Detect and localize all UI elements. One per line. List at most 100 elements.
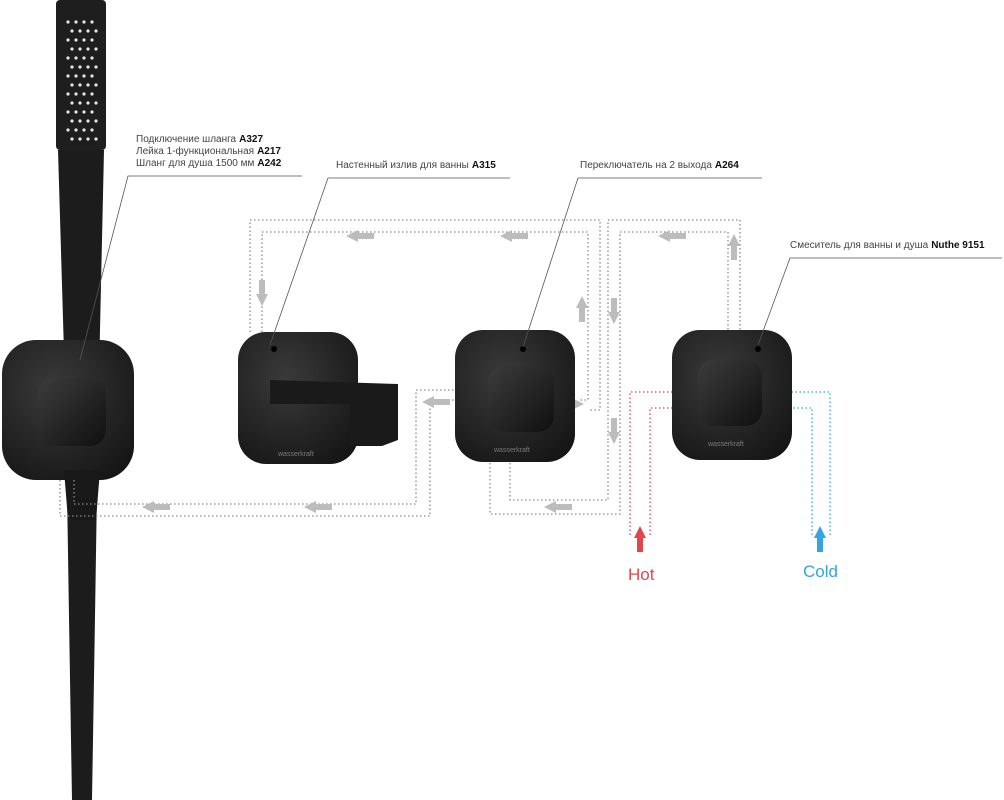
wall-spout: wasserkraft bbox=[238, 332, 398, 464]
flow-to-shower-inner bbox=[73, 389, 455, 505]
nozzle-dot bbox=[66, 38, 70, 42]
spout-body bbox=[270, 380, 398, 446]
arrow-left-icon bbox=[422, 396, 450, 408]
shower-nozzles bbox=[66, 20, 98, 141]
bath-shower-mixer: wasserkraft bbox=[672, 330, 792, 460]
nozzle-dot bbox=[74, 56, 78, 60]
diverter-knob bbox=[488, 366, 554, 432]
leader-mixer bbox=[757, 257, 1002, 346]
wall-bracket-holder bbox=[38, 378, 106, 446]
nozzle-dot bbox=[78, 119, 82, 123]
nozzle-dot bbox=[78, 101, 82, 105]
cold-label: Cold bbox=[803, 562, 838, 581]
nozzle-dot bbox=[78, 29, 82, 33]
nozzle-dot bbox=[94, 65, 98, 69]
arrow-left-icon bbox=[658, 230, 686, 242]
nozzle-dot bbox=[66, 128, 70, 132]
nozzle-dot bbox=[78, 65, 82, 69]
cold-line-outer bbox=[790, 391, 831, 535]
nozzle-dot bbox=[74, 20, 78, 24]
arrow-up-cold-icon bbox=[814, 526, 826, 552]
diverter-brand-mark: wasserkraft bbox=[493, 447, 530, 454]
callout-mixer-text: Смеситель для ванны и душа bbox=[790, 240, 929, 251]
nozzle-dot bbox=[82, 38, 86, 42]
nozzle-dot bbox=[94, 101, 98, 105]
flow-bottom-diverter-to-mixer bbox=[489, 440, 621, 515]
nozzle-dot bbox=[90, 20, 94, 24]
nozzle-dot bbox=[94, 83, 98, 87]
nozzle-dot bbox=[70, 83, 74, 87]
nozzle-dot bbox=[90, 110, 94, 114]
mixer-knob bbox=[698, 360, 762, 426]
arrow-left-icon bbox=[142, 501, 170, 513]
nozzle-dot bbox=[70, 119, 74, 123]
nozzle-dot bbox=[90, 56, 94, 60]
nozzle-dot bbox=[70, 101, 74, 105]
arrow-left-icon bbox=[500, 230, 528, 242]
arrow-up-icon bbox=[576, 296, 588, 322]
nozzle-dot bbox=[86, 65, 90, 69]
nozzle-dot bbox=[82, 110, 86, 114]
spout-brand-mark: wasserkraft bbox=[277, 451, 314, 458]
hot-label: Hot bbox=[628, 565, 655, 584]
callout-leaders bbox=[79, 175, 1002, 361]
hot-supply-lines bbox=[629, 391, 680, 535]
nozzle-dot bbox=[94, 137, 98, 141]
arrow-left-icon bbox=[544, 501, 572, 513]
nozzle-dot bbox=[86, 29, 90, 33]
nozzle-dot bbox=[90, 38, 94, 42]
flow-loop-mixer-to-diverter-inner bbox=[619, 231, 729, 440]
nozzle-dot bbox=[86, 119, 90, 123]
hose-connector bbox=[64, 470, 100, 520]
nozzle-dot bbox=[66, 92, 70, 96]
nozzle-dot bbox=[82, 56, 86, 60]
nozzle-dot bbox=[74, 92, 78, 96]
flow-bottom-diverter-to-mixer-inner bbox=[509, 440, 609, 501]
arrow-down-icon bbox=[608, 298, 620, 324]
nozzle-dot bbox=[90, 92, 94, 96]
nozzle-dot bbox=[82, 20, 86, 24]
nozzle-dot bbox=[66, 110, 70, 114]
nozzle-dot bbox=[82, 74, 86, 78]
arrow-left-icon bbox=[304, 501, 332, 513]
arrow-down-icon bbox=[256, 280, 268, 306]
nozzle-dot bbox=[86, 101, 90, 105]
hand-shower bbox=[2, 0, 134, 800]
flow-to-shower-outer bbox=[59, 399, 455, 517]
nozzle-dot bbox=[94, 47, 98, 51]
nozzle-dot bbox=[86, 83, 90, 87]
leader-spout bbox=[269, 177, 510, 346]
nozzle-dot bbox=[74, 74, 78, 78]
arrow-down-icon bbox=[608, 418, 620, 444]
arrow-left-icon bbox=[346, 230, 374, 242]
flow-lines bbox=[59, 219, 741, 517]
nozzle-dot bbox=[70, 65, 74, 69]
nozzle-dot bbox=[66, 56, 70, 60]
nozzle-dot bbox=[90, 74, 94, 78]
diverter-valve: wasserkraft bbox=[455, 330, 575, 462]
hand-shower-head bbox=[56, 0, 106, 150]
cold-supply-lines bbox=[790, 391, 831, 535]
nozzle-dot bbox=[86, 137, 90, 141]
flow-loop-mixer-to-diverter bbox=[607, 219, 741, 440]
leader-diverter bbox=[522, 177, 762, 348]
nozzle-dot bbox=[82, 92, 86, 96]
nozzle-dot bbox=[94, 119, 98, 123]
callout-diverter-code: A264 bbox=[714, 160, 739, 171]
nozzle-dot bbox=[70, 29, 74, 33]
flow-loop-diverter-to-spout-inner bbox=[261, 231, 589, 401]
nozzle-dot bbox=[74, 128, 78, 132]
callout-mixer-code: Nuthe 9151 bbox=[931, 240, 985, 251]
callout-spout-code: A315 bbox=[471, 160, 496, 171]
nozzle-dot bbox=[66, 20, 70, 24]
nozzle-dot bbox=[74, 110, 78, 114]
nozzle-dot bbox=[66, 74, 70, 78]
arrow-up-hot-icon bbox=[634, 526, 646, 552]
arrow-up-icon bbox=[728, 234, 740, 260]
